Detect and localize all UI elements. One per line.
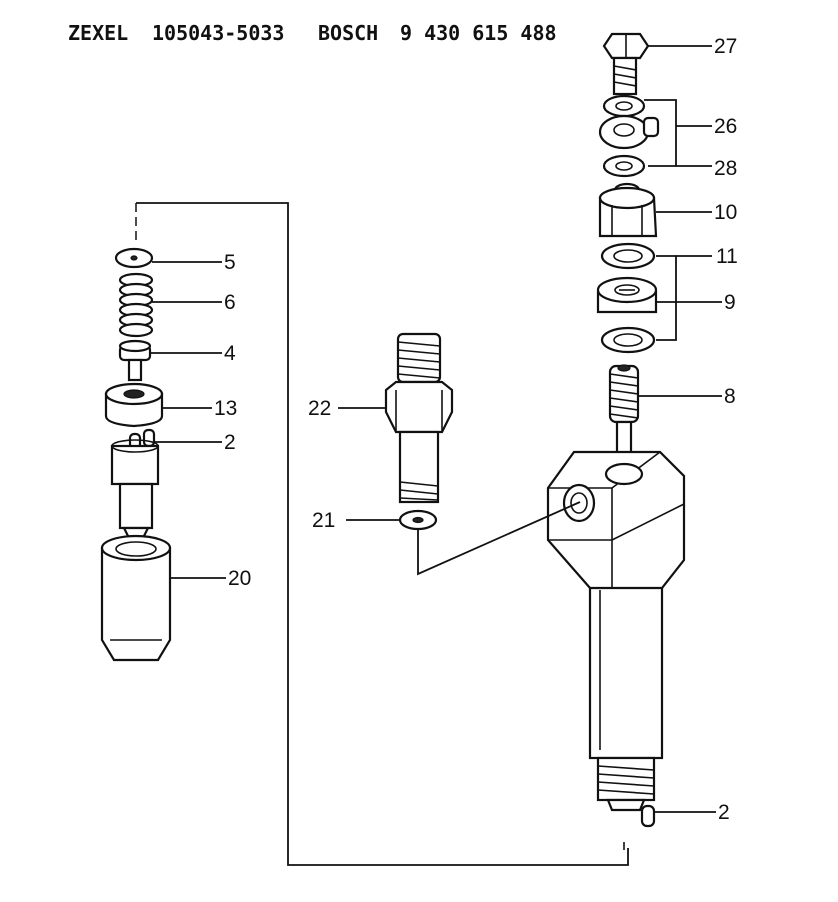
callout-21: 21 <box>312 509 335 532</box>
part-13-intermediate-washer <box>104 382 164 428</box>
part-28-washer <box>602 154 646 178</box>
part-27-banjo-bolt <box>602 32 650 96</box>
brand-bosch: BOSCH <box>318 21 378 45</box>
callout-5: 5 <box>224 251 236 274</box>
callout-27: 27 <box>714 35 737 58</box>
callout-22: 22 <box>308 397 331 420</box>
callout-2a: 2 <box>224 431 236 454</box>
nozzle <box>110 439 160 546</box>
callout-4: 4 <box>224 342 236 365</box>
callout-11: 11 <box>716 245 738 268</box>
bracket-11 <box>656 255 677 341</box>
zexel-part-number: 105043-5033 <box>152 21 284 45</box>
part-20-retaining-nut <box>100 534 172 662</box>
callout-9: 9 <box>724 291 736 314</box>
callout-28: 28 <box>714 157 737 180</box>
callout-13: 13 <box>214 397 237 420</box>
part-2-pin-right <box>640 804 656 828</box>
callout-6: 6 <box>224 291 236 314</box>
header: ZEXEL 105043-5033 BOSCH 9 430 615 488 <box>68 21 557 45</box>
part-9-lock-nut <box>596 276 658 314</box>
part-6-spring <box>118 272 154 338</box>
callout-20: 20 <box>228 567 251 590</box>
part-22-inlet-connector <box>384 332 454 504</box>
part-21-gasket <box>398 509 438 531</box>
part-11-lower-washer <box>600 326 656 354</box>
brand-zexel: ZEXEL <box>68 21 128 45</box>
part-11-washer <box>600 242 656 270</box>
part-26-banjo-fitting <box>598 94 660 150</box>
assembly-outline <box>135 202 629 866</box>
nozzle-holder-body <box>546 450 686 812</box>
callout-10: 10 <box>714 201 737 224</box>
part-5-shim <box>114 247 154 269</box>
bracket-26 <box>644 99 677 167</box>
part-10-cap-nut <box>598 182 658 238</box>
callout-26: 26 <box>714 115 737 138</box>
part-4-spring-seat <box>118 339 152 382</box>
inlet-connection-line <box>417 501 581 576</box>
bosch-part-number: 9 430 615 488 <box>400 21 557 45</box>
callout-8: 8 <box>724 385 736 408</box>
callout-2b: 2 <box>718 801 730 824</box>
